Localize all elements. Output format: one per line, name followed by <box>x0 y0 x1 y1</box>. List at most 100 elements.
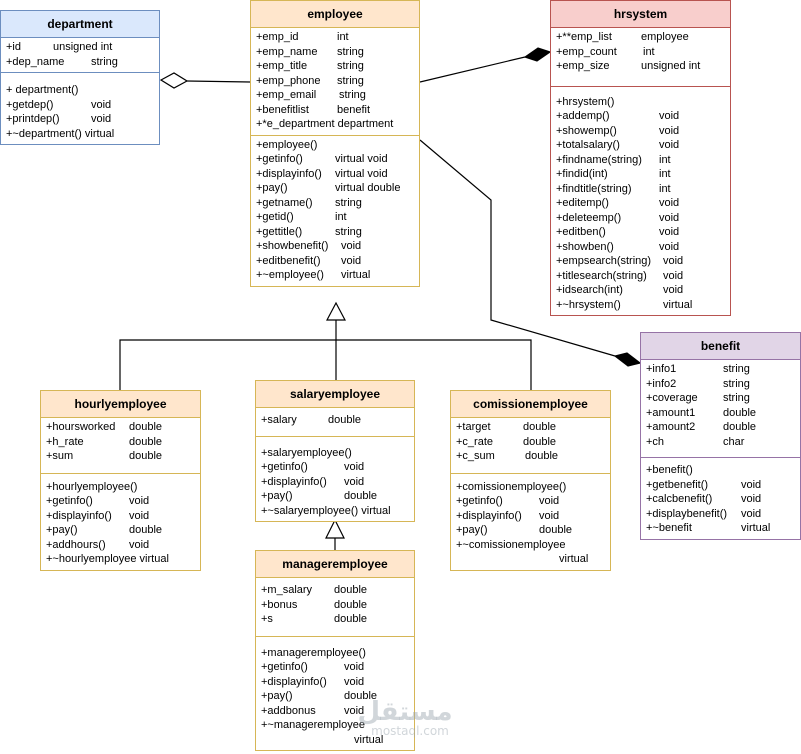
attribute-type: string <box>339 89 366 101</box>
attribute-type: int <box>643 45 655 58</box>
method-row: +getid()int <box>251 210 419 225</box>
inheritance-arrow-employee <box>326 301 346 321</box>
attribute-type: string <box>723 392 750 404</box>
method-row: +~hrsystem() virtual <box>551 298 730 313</box>
attribute-name: +id <box>6 41 21 53</box>
method-row: +pay()virtual double <box>251 181 419 196</box>
attribute-name: +salary <box>261 414 297 426</box>
method-name: +pay() <box>261 690 293 702</box>
class-title: hourlyemployee <box>41 391 200 417</box>
method-row: +displayinfo()void <box>256 675 414 690</box>
method-type: void <box>741 478 762 491</box>
composition-line-hrsystem <box>419 56 526 83</box>
method-row: +~department() virtual <box>1 127 159 142</box>
method-type: int <box>659 182 671 195</box>
attribute-name: +bonus <box>261 598 298 611</box>
method-row: +showbenefit()void <box>251 239 419 254</box>
attribute-name: +dep_name <box>6 55 65 68</box>
method-name: +empsearch(string) <box>556 255 652 267</box>
method-row: +benefit() <box>641 463 800 478</box>
method-row: +addhours()void <box>41 538 200 553</box>
method-row: +employee() <box>251 138 419 153</box>
method-row: +calcbenefit()void <box>641 492 800 507</box>
attribute-name: +emp_size <box>556 60 610 72</box>
method-name: +getinfo() <box>46 495 93 507</box>
method-type: void <box>129 495 150 507</box>
method-name: +displaybenefit() <box>646 507 728 520</box>
method-name: +~hrsystem() <box>556 298 621 311</box>
attribute-type: string <box>91 55 118 68</box>
method-row: +getinfo()virtual void <box>251 152 419 167</box>
method-name: +~hourlyemployee virtual <box>46 553 169 565</box>
method-type: virtual <box>341 269 371 281</box>
methods-section: +hourlyemployee() +getinfo()void +displa… <box>41 472 200 570</box>
attribute-name: +emp_email <box>256 89 317 101</box>
attribute-name: +ch <box>646 435 665 448</box>
attribute-name: +h_rate <box>46 435 84 448</box>
method-type: void <box>341 254 362 267</box>
method-name: +totalsalary() <box>556 139 620 151</box>
class-hourlyemployee[interactable]: hourlyemployee +hoursworked double +h_rat… <box>40 390 201 571</box>
method-name: +displayinfo() <box>456 509 522 522</box>
method-row: +pay()double <box>451 523 610 538</box>
method-row: +displayinfo() void <box>451 509 610 524</box>
method-type: void <box>539 509 560 522</box>
method-name: +getdep() <box>6 98 54 111</box>
methods-section: +employee() +getinfo()virtual void +disp… <box>251 134 419 286</box>
methods-section: + department() +getdep()void +printdep()… <box>1 72 159 144</box>
method-type: void <box>344 675 365 688</box>
method-row: +pay()double <box>256 489 414 504</box>
method-type: void <box>344 661 365 673</box>
method-row: +getbenefit() void <box>641 478 800 493</box>
method-name: +hrsystem() <box>556 95 615 108</box>
attribute-name: +m_salary <box>261 584 313 596</box>
attribute-type: double <box>129 435 163 448</box>
method-name: +findtitle(string) <box>556 182 632 195</box>
method-name: +getbenefit() <box>646 478 709 491</box>
attribute-type: employee <box>641 31 689 43</box>
composition-line-benefit <box>419 139 616 357</box>
attribute-type: double <box>723 421 757 433</box>
method-name: +getinfo() <box>261 661 308 673</box>
attribute-type: double <box>328 414 362 426</box>
attribute-name: +c_sum <box>456 450 495 462</box>
method-row: +getname()string <box>251 196 419 211</box>
class-title: manageremployee <box>256 551 414 577</box>
method-type: double <box>344 490 378 502</box>
attribute-name: +hoursworked <box>46 421 116 433</box>
method-name: +findid(int) <box>556 168 608 180</box>
method-row: + department() <box>1 83 159 98</box>
attribute-name: +*e_department department <box>256 118 394 130</box>
method-row: +displayinfo()virtual void <box>251 167 419 182</box>
attribute-name: +info1 <box>646 363 677 375</box>
attribute-type: string <box>723 377 750 390</box>
attribute-type: int <box>337 31 349 43</box>
method-type: virtual <box>663 298 693 311</box>
method-type: void <box>659 197 680 209</box>
method-row: +findid(int)int <box>551 167 730 182</box>
method-row: +displayinfo()void <box>41 509 200 524</box>
method-name: +manageremployee() <box>261 646 366 659</box>
method-name: +addhours() <box>46 538 106 551</box>
method-row: +getinfo()void <box>451 494 610 509</box>
method-type: void <box>91 98 112 111</box>
method-name: +getinfo() <box>456 495 503 507</box>
